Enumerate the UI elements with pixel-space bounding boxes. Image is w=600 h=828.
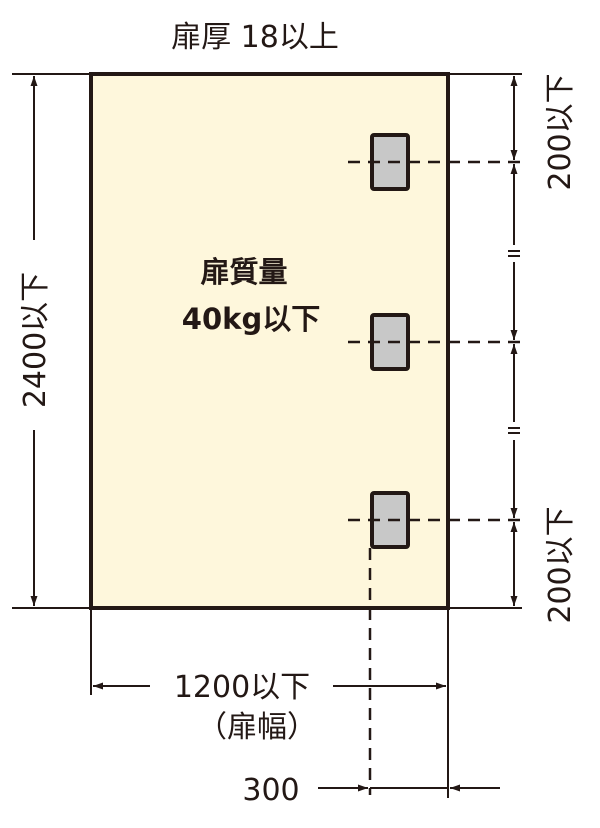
door-mass-value: 40kg以下 <box>182 302 320 336</box>
equal-mark-icon <box>508 250 520 434</box>
height-dimension <box>12 73 91 609</box>
hinge-spacing-dimension <box>448 73 522 609</box>
hinge-centerlines <box>348 160 520 795</box>
height-label: 2400以下 <box>18 272 53 408</box>
bottom-hinge-offset-label: 200以下 <box>543 506 578 623</box>
top-hinge-offset-label: 200以下 <box>543 73 578 190</box>
width-sublabel: （扉幅） <box>197 710 317 745</box>
width-dimension <box>90 608 449 798</box>
door-thickness-label: 扉厚 18以上 <box>171 20 339 55</box>
door-mass-label: 扉質量 <box>200 255 287 289</box>
width-label: 1200以下 <box>174 670 310 705</box>
hinge-inset-label: 300 <box>242 773 299 808</box>
